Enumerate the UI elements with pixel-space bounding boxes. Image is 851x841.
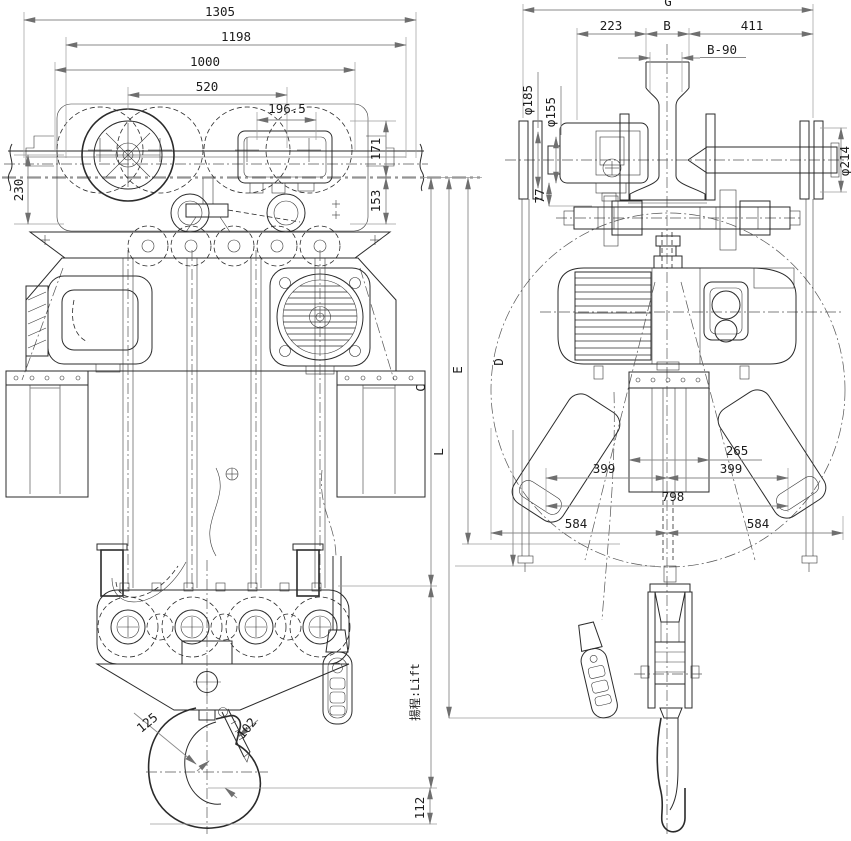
chain-anchor — [653, 232, 683, 269]
chain-container-left — [5, 370, 89, 498]
dim-height-153: 153 — [368, 190, 383, 213]
suspension-plate — [705, 113, 716, 201]
pendant-button — [332, 662, 343, 674]
dim-hook-112: 112 — [412, 797, 427, 820]
pendant-control-side — [578, 391, 618, 719]
motor-fins — [575, 277, 651, 356]
dim-584-right: 584 — [747, 516, 770, 531]
chain-container-side-left — [511, 393, 621, 523]
runway-beam — [2, 143, 480, 192]
vertical-dimensions: C 揚程:Lift L E 112 — [150, 177, 662, 825]
dim-E: E — [450, 366, 465, 374]
trolley-wheel-side — [518, 120, 529, 200]
beam-break-right — [419, 143, 425, 192]
dim-B: B — [663, 18, 671, 33]
trolley-wheel-side — [532, 120, 543, 200]
chain-container-side-center — [628, 371, 710, 493]
trolley-wheels-front — [56, 106, 353, 194]
chain-container-right — [336, 370, 426, 498]
dim-G: G — [664, 0, 672, 9]
brake-motor — [25, 275, 153, 373]
hook-side-profile — [656, 717, 686, 833]
hook-block-side — [634, 492, 702, 833]
pendant-button — [329, 691, 346, 704]
dim-265: 265 — [726, 443, 749, 458]
traverse-shaft — [563, 189, 801, 251]
lift-label: 揚程:Lift — [408, 663, 422, 721]
trolley-side-plate — [56, 103, 369, 232]
hook-front: 125 102 — [134, 707, 268, 829]
trolley-side — [518, 113, 840, 202]
side-top-dimensions: G 223 B 411 B-90 — [522, 0, 814, 120]
dim-trolley-length: 1198 — [221, 29, 251, 44]
pendant-button — [329, 705, 346, 716]
hook-block-front — [95, 560, 351, 834]
side-bottom-dimensions: 265 399 399 798 584 584 — [490, 428, 844, 540]
dim-C: C — [413, 384, 428, 392]
dim-phi214: φ214 — [837, 146, 851, 176]
dim-height-171: 171 — [368, 138, 383, 161]
brake-window — [703, 281, 749, 341]
dim-L: L — [431, 448, 446, 456]
dim-399-right: 399 — [720, 461, 743, 476]
front-top-dimensions: 1305 1198 1000 520 196.5 — [23, 4, 417, 158]
travel-drive-cover — [237, 130, 340, 219]
wheel-diameter-dimensions: φ185 φ155 77 φ214 — [520, 72, 851, 207]
chain-falls-front — [96, 250, 326, 603]
sheaves — [97, 596, 351, 658]
tie-rods — [517, 199, 818, 572]
pendant-button — [329, 677, 346, 690]
suspension-plate — [619, 113, 630, 201]
cross-shaft — [687, 146, 838, 174]
beam-break-left — [7, 143, 13, 192]
dim-body-length: 1000 — [190, 54, 220, 69]
container-swing-circle — [490, 212, 846, 568]
chain-guide-tube-right — [292, 543, 324, 551]
chain-guide-tube-left — [96, 543, 128, 551]
dim-584-left: 584 — [565, 516, 588, 531]
dim-411: 411 — [741, 18, 764, 33]
hoist-body-front — [21, 257, 397, 381]
dim-wheel-pair-span: 196.5 — [268, 101, 306, 116]
dim-798: 798 — [662, 489, 685, 504]
anti-drop-bracket-right — [366, 135, 395, 167]
dim-phi185: φ185 — [520, 85, 535, 115]
dim-wheel-base: 520 — [196, 79, 219, 94]
dim-beam-to-bar: 230 — [11, 179, 26, 202]
suspension-kingpin — [185, 178, 301, 233]
side-view: D — [490, 0, 851, 834]
trolley-wheel-side — [799, 120, 810, 200]
dim-D: D — [491, 358, 506, 366]
front-view: 125 102 — [2, 4, 480, 834]
dim-399-left: 399 — [593, 461, 616, 476]
dim-phi155: φ155 — [543, 97, 558, 127]
pendant-control-front — [321, 469, 353, 725]
hoist-body-side — [557, 267, 797, 561]
front-side-dimensions: 230 171 153 — [11, 120, 396, 225]
trolley-wheel-side — [813, 120, 824, 200]
dim-77: 77 — [532, 188, 547, 203]
dim-B90: B-90 — [707, 42, 737, 57]
travel-motor-side — [559, 122, 649, 202]
slack-chain — [111, 561, 187, 603]
dim-223: 223 — [600, 18, 623, 33]
dim-overall-length: 1305 — [205, 4, 235, 19]
